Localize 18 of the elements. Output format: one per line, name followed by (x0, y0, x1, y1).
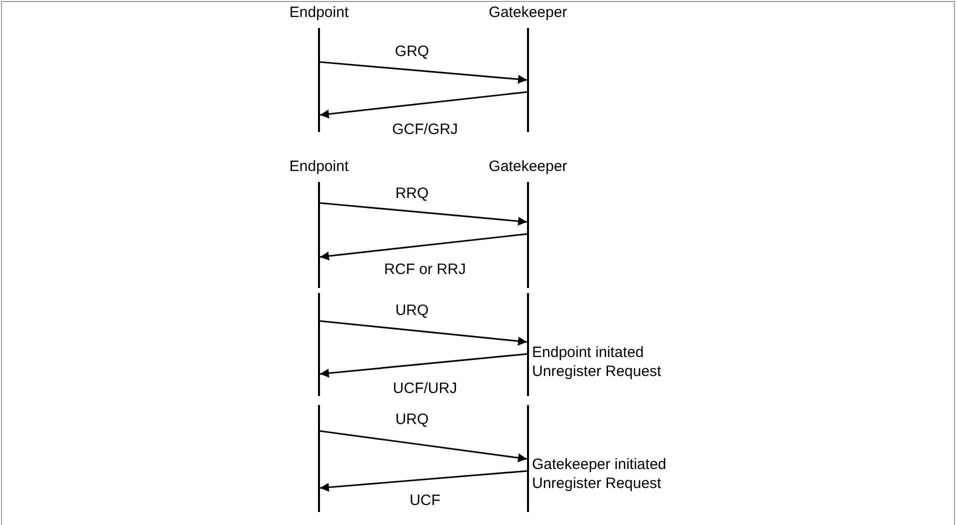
message-arrow (320, 61, 528, 84)
note-text: Endpoint initated Unregister Request (532, 343, 662, 381)
lifeline-heading: Gatekeeper (488, 158, 568, 176)
message-arrow (320, 470, 528, 492)
message-arrow (320, 353, 528, 378)
message-arrow (320, 202, 528, 226)
message-arrow (320, 91, 528, 118)
message-arrow (320, 430, 528, 462)
lifeline-heading: Endpoint (289, 4, 349, 22)
message-arrow (320, 320, 528, 346)
edge-label: URQ (394, 302, 430, 320)
edge-label: URQ (394, 411, 430, 429)
edge-label: GRQ (394, 43, 430, 61)
note-text: Gatekeeper initiated Unregister Request (532, 455, 668, 493)
edge-label: RRQ (394, 185, 430, 203)
message-arrow (320, 233, 528, 260)
lifeline-heading: Gatekeeper (488, 4, 568, 22)
lifeline-heading: Endpoint (289, 158, 349, 176)
